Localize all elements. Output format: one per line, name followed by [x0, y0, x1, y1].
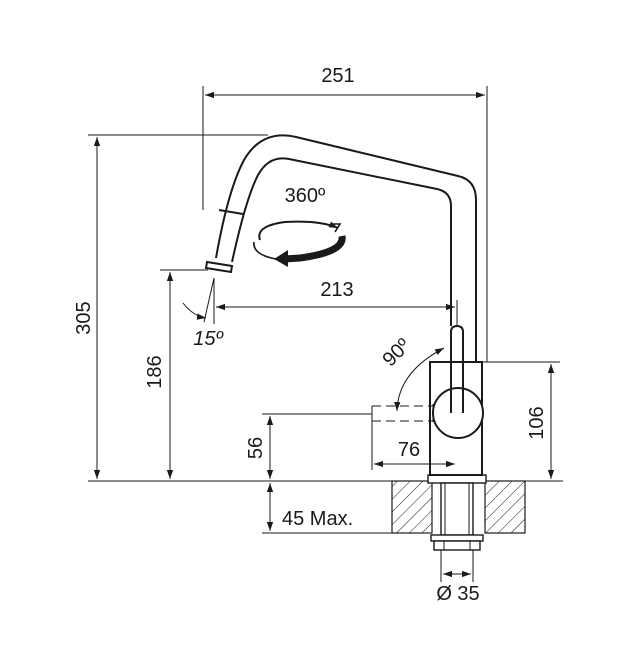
lever-alternate-position [371, 405, 433, 422]
angle-spray-head-rotation: 360º [285, 185, 326, 207]
dim-hole-diameter: Ø 35 [436, 583, 479, 605]
dim-lever-reach: 76 [398, 439, 420, 461]
countertop-section [88, 480, 563, 534]
dim-spout-reach: 213 [320, 279, 353, 301]
rotation-arrow-icon [253, 220, 346, 267]
angle-lever-rotation: 90º [379, 334, 416, 371]
dimension-lines [88, 86, 560, 582]
dim-mount-thickness: 45 Max. [282, 508, 353, 530]
countertop-hatch-left [391, 480, 433, 534]
faucet-spout [204, 134, 477, 362]
countertop-hatch-right [484, 480, 526, 534]
mount-nut [433, 540, 481, 551]
mount-nut-top [430, 534, 484, 542]
dim-lever-height: 106 [526, 406, 548, 439]
lever-rotation-arc [394, 347, 445, 412]
lever-cartridge [432, 387, 484, 439]
dim-lever-base-height: 56 [245, 437, 267, 459]
spray-angle-indicator [182, 277, 215, 324]
shank-body [440, 482, 474, 536]
angle-spray-tilt: 15º [193, 328, 224, 350]
mount-flange [427, 474, 487, 484]
mounting-shank [427, 474, 487, 551]
dim-overall-width: 251 [321, 65, 354, 87]
spray-head-nozzle [204, 260, 234, 274]
dim-overall-height: 305 [73, 301, 95, 334]
spray-head-joint [218, 209, 244, 215]
dim-spout-height: 186 [144, 355, 166, 388]
